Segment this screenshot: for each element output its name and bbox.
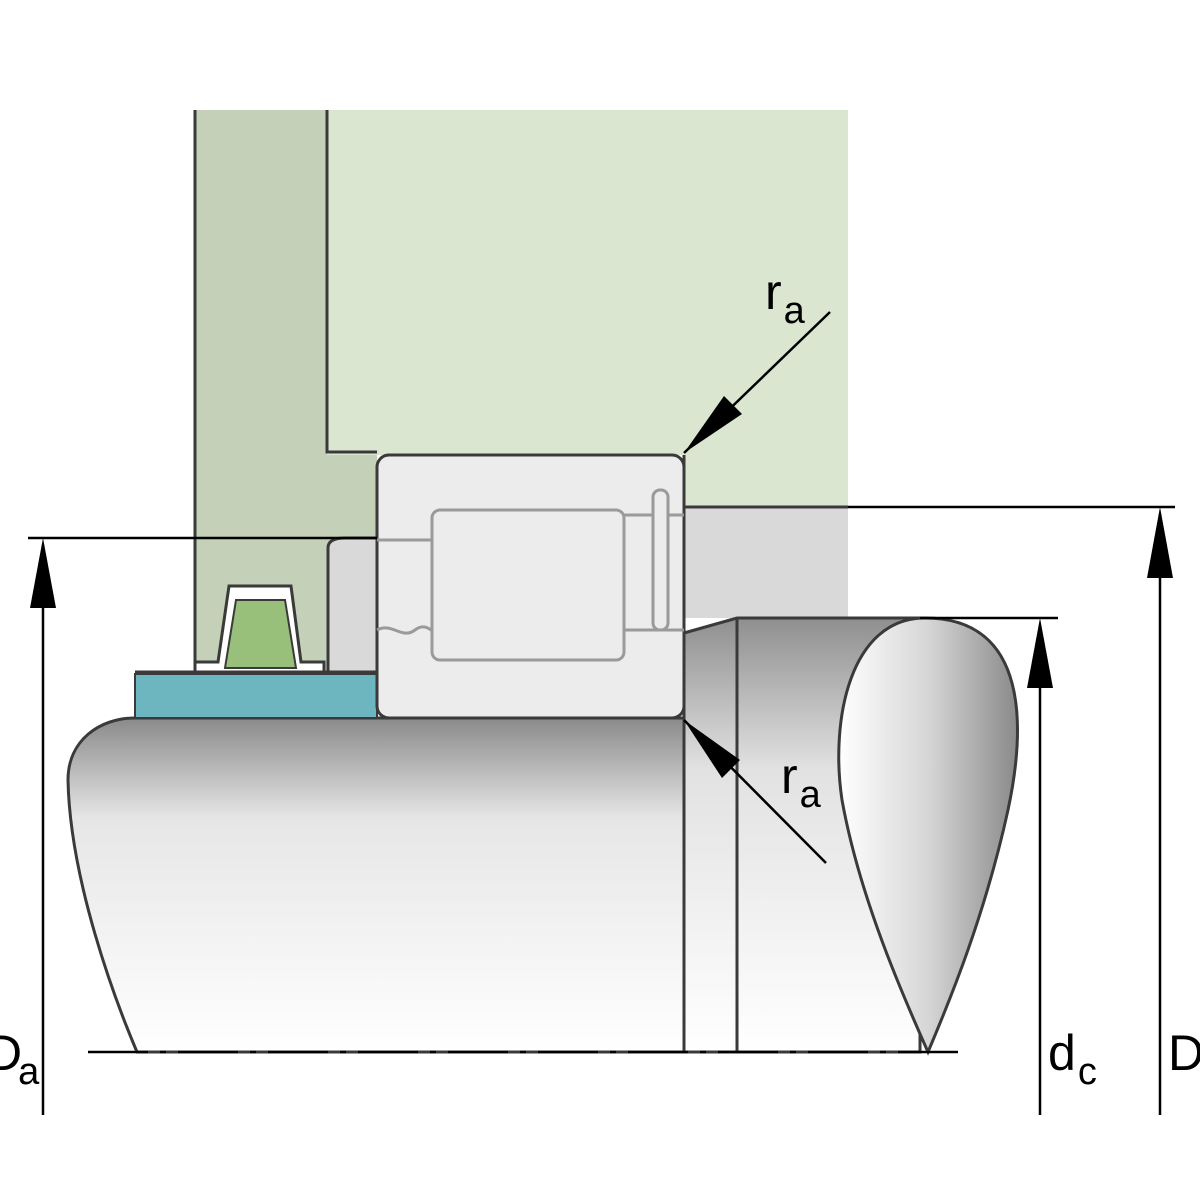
bearing-cage xyxy=(376,513,684,635)
bearing-roller xyxy=(430,508,626,662)
arrow-up-icon xyxy=(1147,507,1173,1115)
shaft-shoulder-ring xyxy=(326,536,379,674)
arrow-diagonal-icon xyxy=(683,311,831,454)
label-Da: Da xyxy=(0,1025,40,1093)
shaft xyxy=(66,716,686,1054)
seal-body xyxy=(223,599,298,669)
housing-spacer xyxy=(684,507,848,618)
arrow-up-icon xyxy=(1027,618,1053,1115)
seal-sleeve xyxy=(134,673,378,719)
label-ra-bottom: ra xyxy=(781,748,822,816)
bearing-snap-ring xyxy=(651,488,670,632)
arrow-up-icon xyxy=(30,538,56,1115)
label-D: D xyxy=(1168,1025,1200,1081)
label-ra-top: ra xyxy=(765,264,806,332)
arrow-diagonal-icon xyxy=(683,719,827,864)
label-dc: dc xyxy=(1048,1025,1097,1093)
